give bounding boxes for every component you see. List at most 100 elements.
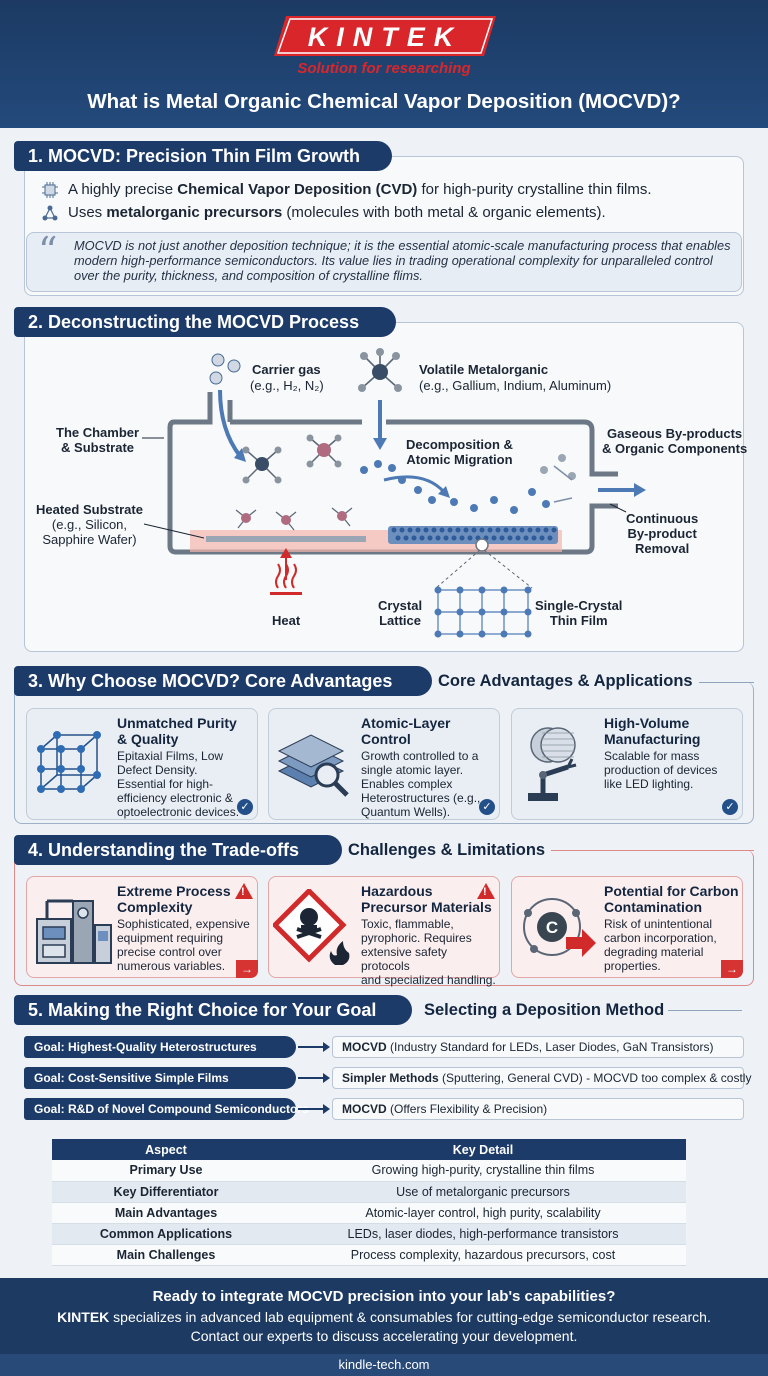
check-icon: ✓ bbox=[237, 799, 253, 815]
table-cell: Use of metalorganic precursors bbox=[280, 1181, 686, 1203]
section-1-heading: 1. MOCVD: Precision Thin Film Growth bbox=[14, 141, 392, 171]
table-cell: Process complexity, hazardous precursors… bbox=[280, 1244, 686, 1266]
carbon-atom-icon: C bbox=[523, 898, 596, 957]
goal-answer: MOCVD (Industry Standard for LEDs, Laser… bbox=[332, 1036, 744, 1058]
mocvd-process-diagram bbox=[142, 348, 646, 638]
section-4-rule bbox=[544, 850, 754, 851]
quote-text: MOCVD is not just another deposition tec… bbox=[74, 238, 731, 283]
table-cell: Common Applications bbox=[52, 1223, 280, 1245]
section-3-subheading: Core Advantages & Applications bbox=[432, 670, 699, 692]
table-header-cell: Key Detail bbox=[280, 1139, 686, 1160]
arrow-right-icon: → bbox=[236, 960, 258, 978]
molecule-icon bbox=[42, 205, 58, 221]
section-2-heading: 2. Deconstructing the MOCVD Process bbox=[14, 307, 396, 337]
section-3-heading: 3. Why Choose MOCVD? Core Advantages bbox=[14, 666, 432, 696]
section-5-subheading: Selecting a Deposition Method bbox=[418, 999, 671, 1021]
label-heated-substrate: Heated Substrate(e.g., Silicon,Sapphire … bbox=[36, 502, 143, 547]
section-5-heading: 5. Making the Right Choice for Your Goal bbox=[14, 995, 412, 1025]
warning-icon: ! bbox=[235, 883, 253, 899]
label-volatile-metalorganic: Volatile Metalorganic bbox=[419, 362, 549, 377]
section-4-heading: 4. Understanding the Trade-offs bbox=[14, 835, 342, 865]
table-header-row: Aspect Key Detail bbox=[52, 1139, 686, 1160]
card-title: Unmatched Purity& Quality bbox=[117, 715, 237, 747]
table-cell: Primary Use bbox=[52, 1160, 280, 1182]
table-header-cell: Aspect bbox=[52, 1139, 280, 1160]
goal-label: Goal: R&D of Novel Compound Semiconducto… bbox=[24, 1098, 309, 1120]
goal-arrow-icon bbox=[298, 1042, 330, 1052]
goal-arrow-icon bbox=[298, 1073, 330, 1083]
s1-line-1: A highly precise Chemical Vapor Depositi… bbox=[68, 181, 652, 198]
check-icon: ✓ bbox=[479, 799, 495, 815]
tagline: Solution for researching bbox=[297, 60, 471, 77]
robot-arm-wafer-icon bbox=[528, 727, 577, 801]
section-3-rule bbox=[680, 682, 754, 683]
table-cell: Growing high-purity, crystalline thin fi… bbox=[280, 1160, 686, 1182]
quote-box bbox=[26, 232, 742, 292]
warning-icon: ! bbox=[477, 883, 495, 899]
label-carrier-gas: Carrier gas bbox=[252, 362, 321, 377]
page-title: What is Metal Organic Chemical Vapor Dep… bbox=[87, 90, 681, 113]
label-gaseous-byproducts: Gaseous By-products& Organic Components bbox=[602, 426, 748, 456]
label-heat: Heat bbox=[272, 613, 301, 628]
arrow-right-icon: → bbox=[721, 960, 743, 978]
goal-answer: MOCVD (Offers Flexibility & Precision) bbox=[332, 1098, 744, 1120]
table-cell: LEDs, laser diodes, high-performance tra… bbox=[280, 1223, 686, 1245]
table-cell: Main Challenges bbox=[52, 1244, 280, 1266]
label-chamber: The Chamber& Substrate bbox=[56, 425, 140, 455]
svg-text:KINTEK: KINTEK bbox=[308, 22, 463, 52]
svg-text:C: C bbox=[546, 918, 558, 937]
chip-icon bbox=[42, 182, 58, 198]
s1-line-2: Uses metalorganic precursors (molecules … bbox=[68, 204, 606, 221]
quote-mark-icon: “ bbox=[38, 229, 58, 273]
kintek-logo: KINTEK bbox=[274, 16, 496, 56]
section-5-rule bbox=[668, 1010, 742, 1011]
footer-cta: Ready to integrate MOCVD precision into … bbox=[152, 1288, 616, 1305]
hazard-sign-icon bbox=[273, 889, 350, 965]
section-4-panel bbox=[14, 850, 754, 986]
footer-contact: Contact our experts to discuss accelerat… bbox=[190, 1328, 578, 1344]
section-3-panel bbox=[14, 682, 754, 824]
table-cell: Atomic-layer control, high purity, scala… bbox=[280, 1202, 686, 1224]
goal-answer: Simpler Methods (Sputtering, General CVD… bbox=[332, 1067, 751, 1089]
label-volatile-eg: (e.g., Gallium, Indium, Aluminum) bbox=[419, 378, 612, 393]
footer-description: KINTEK specializes in advanced lab equip… bbox=[57, 1309, 711, 1325]
label-decomposition: Decomposition &Atomic Migration bbox=[406, 437, 513, 467]
goal-label: Goal: Cost-Sensitive Simple Films bbox=[24, 1067, 296, 1089]
crystal-cube-icon bbox=[37, 731, 101, 793]
equipment-icon bbox=[36, 899, 112, 964]
header: KINTEK Solution for researching What is … bbox=[0, 0, 768, 128]
footer: Ready to integrate MOCVD precision into … bbox=[0, 1278, 768, 1376]
footer-url-link[interactable]: kindle-tech.com bbox=[0, 1354, 768, 1376]
check-icon: ✓ bbox=[722, 799, 738, 815]
table-cell: Main Advantages bbox=[52, 1202, 280, 1224]
advantage-card-purity: Unmatched Purity& Quality Epitaxial Film… bbox=[26, 708, 258, 820]
goal-label: Goal: Highest-Quality Heterostructures bbox=[24, 1036, 296, 1058]
section-4-subheading: Challenges & Limitations bbox=[342, 839, 552, 861]
layers-magnifier-icon bbox=[277, 734, 349, 797]
